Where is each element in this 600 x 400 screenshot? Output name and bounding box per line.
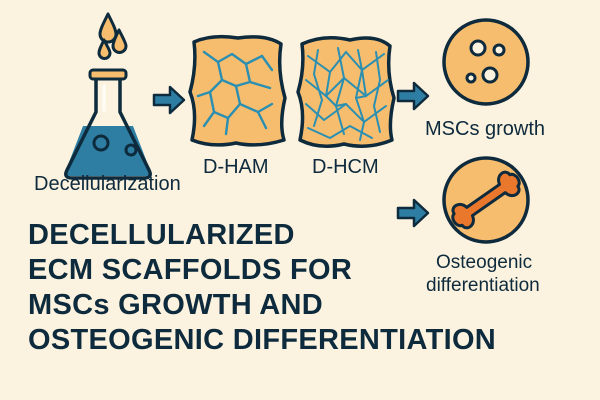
label-osteogenic: Osteogenic bbox=[436, 252, 533, 273]
title-line-1: DECELLULARIZED bbox=[28, 219, 295, 251]
label-mscs-growth: MSCs growth bbox=[425, 118, 546, 140]
arrow-right-icon bbox=[152, 85, 186, 115]
title-line-4: OSTEOGENIC DIFFERENTIATION bbox=[28, 324, 497, 356]
title-line-2: ECM SCAFFOLDS FOR bbox=[28, 254, 353, 286]
label-differentiation: differentiation bbox=[426, 275, 540, 296]
title-line-3: MSCs GROWTH AND bbox=[28, 289, 324, 321]
label-decellularization: Decellularization bbox=[34, 173, 181, 195]
diagram-title: DECELLULARIZED ECM SCAFFOLDS FOR MSCs GR… bbox=[28, 218, 568, 358]
label-d-hcm: D-HCM bbox=[312, 156, 379, 178]
arrow-right-icon bbox=[396, 81, 430, 111]
arrow-right-icon bbox=[396, 198, 430, 228]
label-d-ham: D-HAM bbox=[203, 156, 269, 178]
